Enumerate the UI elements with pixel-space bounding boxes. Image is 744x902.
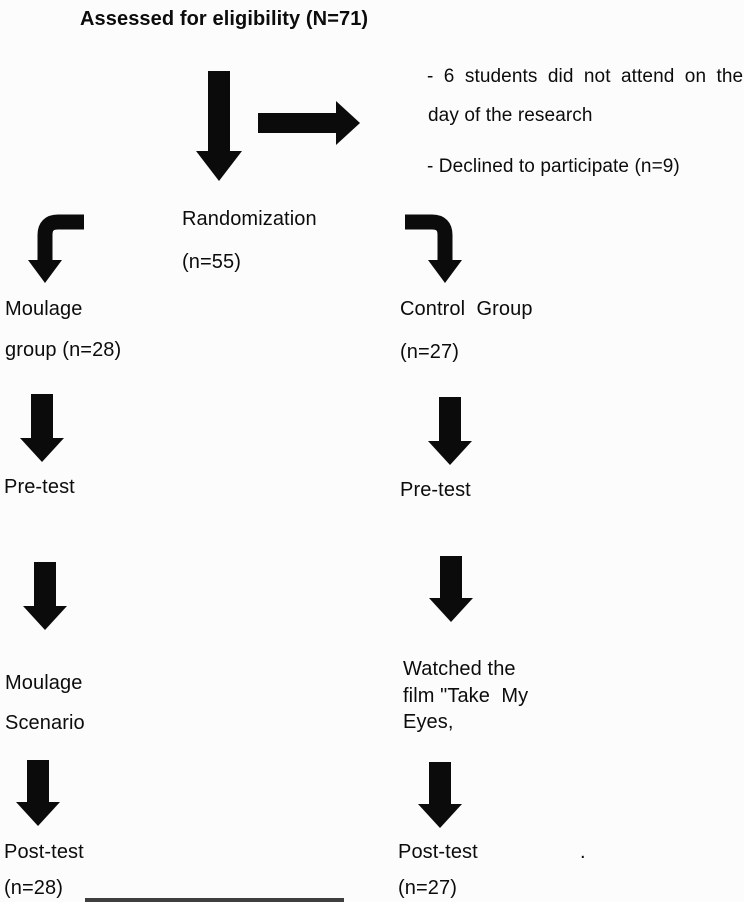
down-arrow-icon [428, 397, 472, 465]
curved-down-left-arrow-icon [26, 212, 84, 284]
moulage-scenario-line1: Moulage [5, 672, 83, 694]
stray-period: . [580, 841, 586, 863]
moulage-posttest-count: (n=28) [4, 877, 63, 899]
down-arrow-icon [23, 562, 67, 630]
moulage-posttest-label: Post-test [4, 841, 84, 863]
curved-down-right-arrow-icon [404, 212, 464, 284]
down-arrow-icon [20, 394, 64, 462]
control-group-count: (n=27) [400, 341, 459, 363]
exclusion-note-line1: - 6 students did not attend on the [427, 66, 744, 87]
moulage-group-label: Moulage [5, 298, 83, 320]
down-arrow-icon [418, 762, 462, 828]
control-intervention-line3: Eyes, [403, 711, 454, 733]
moulage-pretest-label: Pre-test [4, 476, 75, 498]
down-arrow-icon [16, 760, 60, 826]
control-intervention-line1: Watched the [403, 658, 516, 680]
control-pretest-label: Pre-test [400, 479, 471, 501]
randomization-count: (n=55) [182, 251, 241, 273]
control-group-label: Control Group [400, 298, 533, 320]
moulage-scenario-line2: Scenario [5, 712, 85, 734]
control-posttest-count: (n=27) [398, 877, 457, 899]
moulage-group-count: group (n=28) [5, 339, 122, 361]
exclusion-note-line2: day of the research [428, 105, 593, 126]
control-posttest-label: Post-test [398, 841, 478, 863]
down-arrow-icon [429, 556, 473, 622]
right-arrow-icon [258, 101, 360, 145]
control-intervention-line2: film "Take My [403, 685, 529, 707]
exclusion-note-line3: - Declined to participate (n=9) [427, 156, 680, 177]
bottom-crop-artifact [85, 898, 344, 902]
randomization-label: Randomization [182, 208, 317, 230]
down-arrow-icon [196, 71, 242, 181]
title-assessed-eligibility: Assessed for eligibility (N=71) [80, 8, 369, 30]
